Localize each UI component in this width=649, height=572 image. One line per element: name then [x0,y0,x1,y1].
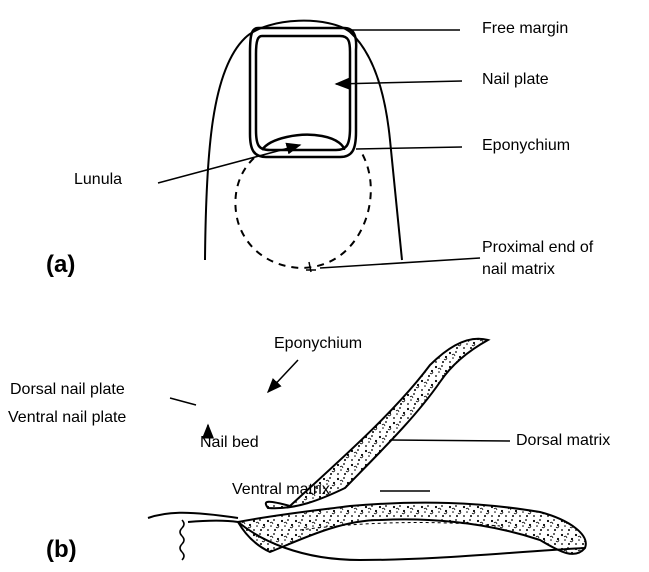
lunula-arc [262,135,344,150]
label-eponychium-a: Eponychium [482,138,570,154]
leader-lunula [158,145,300,183]
leader-proximal-end [320,258,480,268]
leader-eponychium-a [356,147,462,149]
label-ventral-matrix: Ventral matrix [232,482,330,498]
label-dorsal-nail-plate: Dorsal nail plate [10,382,125,398]
label-proximal-end-line1: Proximal end of [482,240,593,256]
label-lunula: Lunula [74,172,122,188]
label-proximal-end-line2: nail matrix [482,262,555,278]
label-dorsal-matrix: Dorsal matrix [516,433,610,449]
nail-matrix-dashed-outline [235,150,370,268]
leader-dorsal-nail-plate [170,398,196,405]
nail-plate-section-lower [188,521,238,523]
nail-plate-shape [250,28,356,157]
finger-outline [205,21,402,260]
leader-dorsal-matrix [390,440,510,441]
label-eponychium-b: Eponychium [274,336,362,352]
label-nail-bed: Nail bed [200,435,259,451]
nail-plate-section [148,513,238,518]
label-nail-plate: Nail plate [482,72,549,88]
panel-a-tag: (a) [46,253,75,277]
label-ventral-nail-plate: Ventral nail plate [8,410,126,426]
matrix-body [238,503,586,554]
label-free-margin: Free margin [482,21,568,37]
leader-eponychium-b [268,360,298,392]
ventral-nail-plate-squiggle [180,520,184,560]
panel-b-tag: (b) [46,538,77,562]
